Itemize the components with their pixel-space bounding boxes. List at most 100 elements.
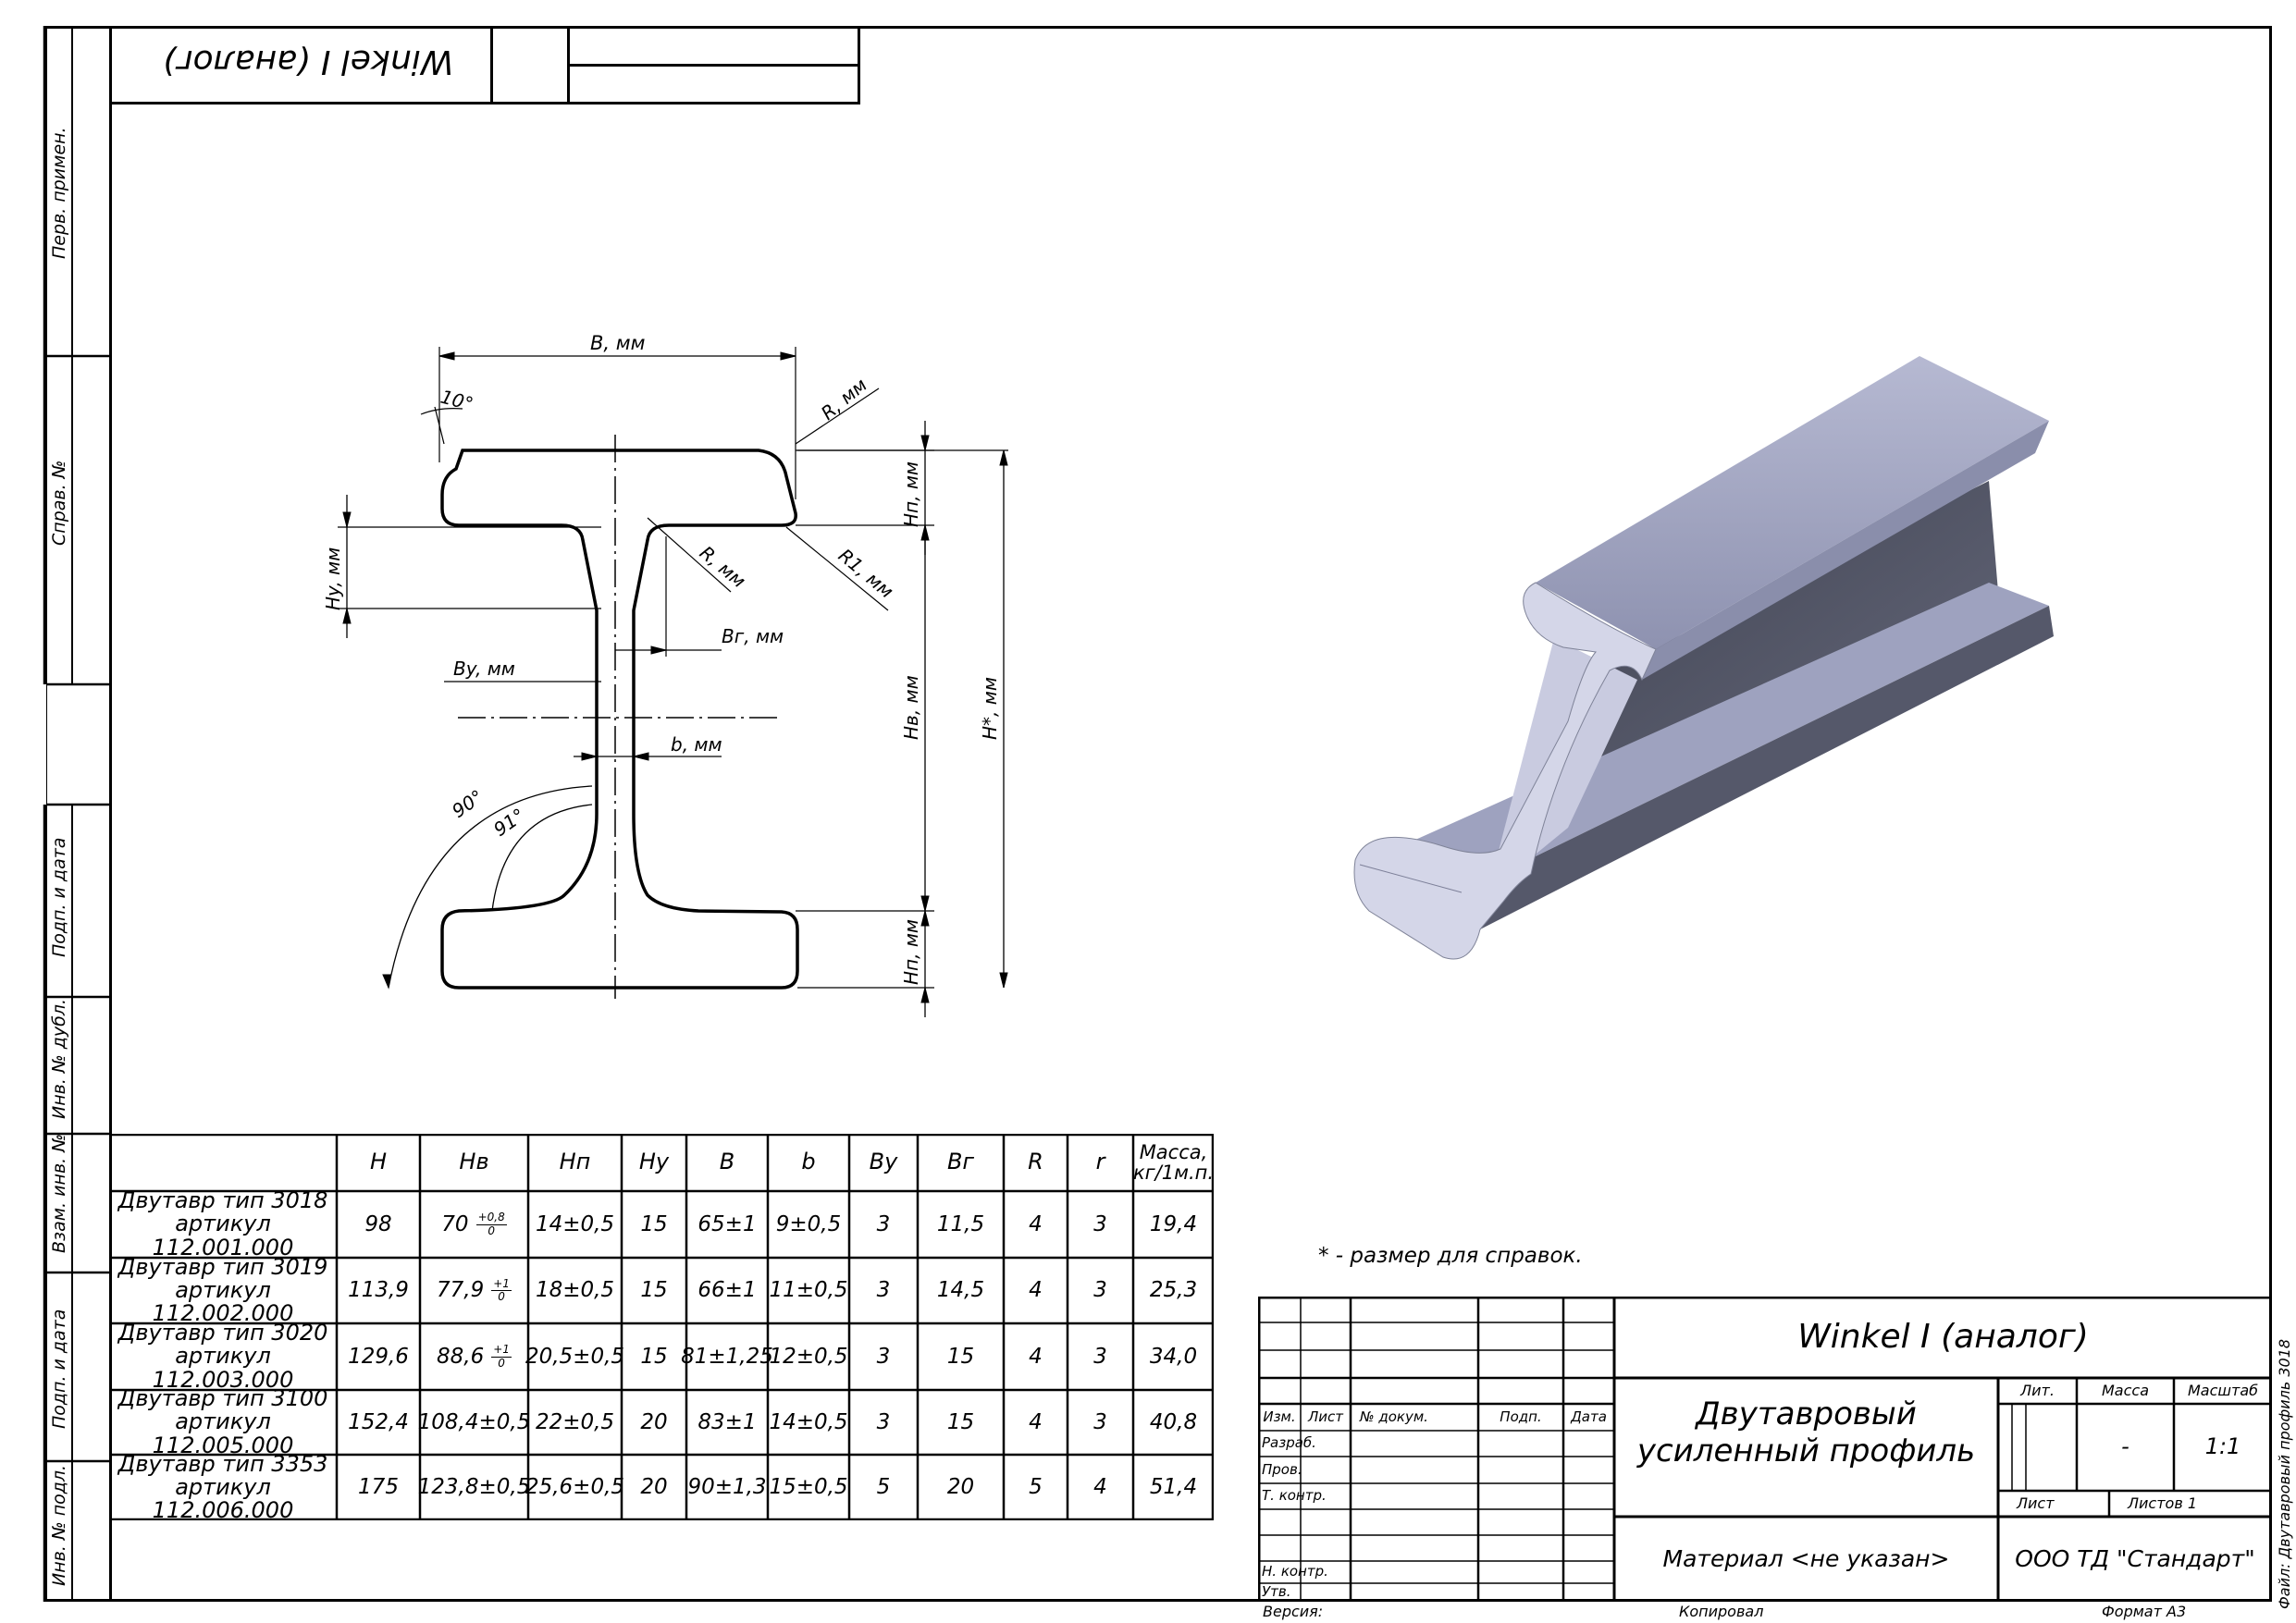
table-cell-b: 12±0,5	[769, 1344, 848, 1369]
table-cell-by: 3	[876, 1211, 891, 1236]
tol-lower: 0	[488, 1223, 495, 1237]
table-cell-hp: 14±0,5	[535, 1211, 615, 1236]
dim-H: H*, мм	[979, 677, 1001, 740]
table-cell-mass: 51,4	[1149, 1475, 1198, 1500]
table-cell-h: 152,4	[348, 1409, 409, 1434]
tb-razrab: Разраб.	[1262, 1434, 1316, 1452]
table-cell-mass: 40,8	[1149, 1409, 1198, 1434]
drawing-frame	[109, 26, 2272, 1602]
profile-drawing: B, мм 10° R, мм R1, мм R, мм Hп, мм Hy, …	[322, 332, 1008, 1017]
table-cell-b: 11±0,5	[769, 1278, 848, 1303]
stamp-inv-podl: Инв. № подл.	[49, 1465, 69, 1586]
table-cell-r: 3	[1093, 1344, 1107, 1369]
dim-Hp-bottom: Hп, мм	[900, 919, 922, 985]
table-cell-br: 11,5	[936, 1211, 985, 1236]
table-cell-r: 5	[1029, 1475, 1043, 1500]
row-article: артикул 112.006.000	[152, 1473, 294, 1524]
table-cell-hp: 20,5±0,5	[525, 1344, 625, 1369]
th-r: r	[1095, 1149, 1105, 1175]
tb-col-izm: Изм.	[1263, 1408, 1296, 1425]
table-cell-r: 4	[1093, 1475, 1107, 1500]
hv-value: 123,8±0,5	[417, 1475, 531, 1500]
table-cell-hy: 20	[640, 1409, 668, 1434]
dim-R1: R1, мм	[834, 544, 898, 602]
th-Hv: Hв	[459, 1149, 489, 1175]
table-cell-r: 3	[1093, 1278, 1107, 1303]
row-type-name: Двутавр тип 3018	[117, 1187, 328, 1214]
table-cell-b: 14±0,5	[769, 1409, 848, 1434]
th-B: B	[719, 1149, 735, 1175]
tol-upper: +1	[491, 1276, 512, 1291]
table-cell-r: 4	[1029, 1344, 1043, 1369]
table-cell-br: 15	[946, 1409, 975, 1434]
side-stamps: Перв. примен. Справ. № Подп. и дата Инв.…	[43, 26, 109, 1602]
tb-format: Формат А3	[2102, 1603, 2187, 1620]
stamp-vzam-inv: Взам. инв. №	[49, 1134, 69, 1253]
table-cell-h: 113,9	[348, 1278, 409, 1303]
dim-angle90: 90°	[448, 785, 488, 822]
row-article: артикул 112.001.000	[152, 1211, 294, 1260]
tb-designation: Winkel I (аналог)	[1797, 1318, 2089, 1357]
dim-Hp-top: Hп, мм	[900, 461, 922, 527]
tb-masshtab: Масштаб	[2187, 1381, 2259, 1399]
tol-lower: 0	[498, 1290, 505, 1303]
row-type-name: Двутавр тип 3353	[117, 1450, 328, 1477]
tb-name-line1: Двутавровый	[1696, 1396, 1917, 1433]
stamp-perv-primen: Перв. примен.	[49, 127, 69, 259]
dim-Hv: Hв, мм	[900, 675, 922, 740]
th-Hp: Hп	[559, 1149, 591, 1175]
table-cell-hy: 15	[640, 1344, 668, 1369]
tb-tkontr: Т. контр.	[1262, 1487, 1327, 1505]
top-flange-top	[1536, 356, 2049, 649]
table-cell-br: 15	[946, 1344, 975, 1369]
hv-value: 77,9	[437, 1278, 485, 1303]
tb-kopiroval: Копировал	[1679, 1603, 1764, 1620]
table-cell-r: 3	[1093, 1211, 1107, 1236]
tb-massa: Масса	[2101, 1381, 2149, 1399]
tb-col-doc: № докум.	[1360, 1408, 1428, 1425]
left-binding-strip	[44, 26, 111, 1602]
dim-Br: Bг, мм	[722, 625, 784, 647]
dim-Hy: Hy, мм	[322, 547, 344, 610]
stamp-sprav-no: Справ. №	[49, 461, 69, 546]
dim-b: b, мм	[671, 733, 722, 756]
dim-B: B, мм	[590, 332, 646, 354]
tb-col-list: Лист	[1307, 1408, 1343, 1425]
row-article: артикул 112.002.000	[152, 1276, 294, 1327]
hv-value: 88,6	[437, 1344, 485, 1369]
table-cell-b: 66±1	[697, 1278, 757, 1303]
table-cell-b: 15±0,5	[769, 1475, 848, 1500]
stamp-podp-data-2: Подп. и дата	[49, 1309, 69, 1429]
table-cell-h: 98	[364, 1211, 392, 1236]
table-cell-h: 175	[358, 1475, 399, 1500]
table-cell-b: 9±0,5	[775, 1211, 842, 1236]
row-type-name: Двутавр тип 3100	[117, 1385, 328, 1412]
hv-value: 108,4±0,5	[417, 1409, 531, 1434]
table-cell-r: 4	[1029, 1278, 1043, 1303]
stamp-inv-dubl: Инв. № дубл.	[49, 999, 69, 1119]
tb-list: Лист	[2017, 1494, 2055, 1512]
file-label: Файл: Двутавровый профиль 3018	[2276, 1339, 2293, 1609]
table-cell-hy: 15	[640, 1211, 668, 1236]
tb-lit: Лит.	[2020, 1381, 2055, 1399]
th-Hy: Hy	[638, 1149, 670, 1175]
table-cell-hy: 20	[640, 1475, 668, 1500]
th-mass: Масса, кг/1м.п.	[1132, 1140, 1215, 1184]
i-beam-outline	[440, 449, 799, 990]
th-By: By	[869, 1149, 898, 1175]
table-cell-b: 90±1,3	[687, 1475, 767, 1500]
tol-lower: 0	[498, 1356, 505, 1370]
tb-listov: Листов 1	[2128, 1494, 2198, 1512]
tb-nkontr: Н. контр.	[1262, 1563, 1328, 1580]
th-H: H	[369, 1149, 388, 1175]
dim-angle10: 10°	[438, 386, 475, 415]
table-cell-mass: 19,4	[1149, 1211, 1198, 1236]
